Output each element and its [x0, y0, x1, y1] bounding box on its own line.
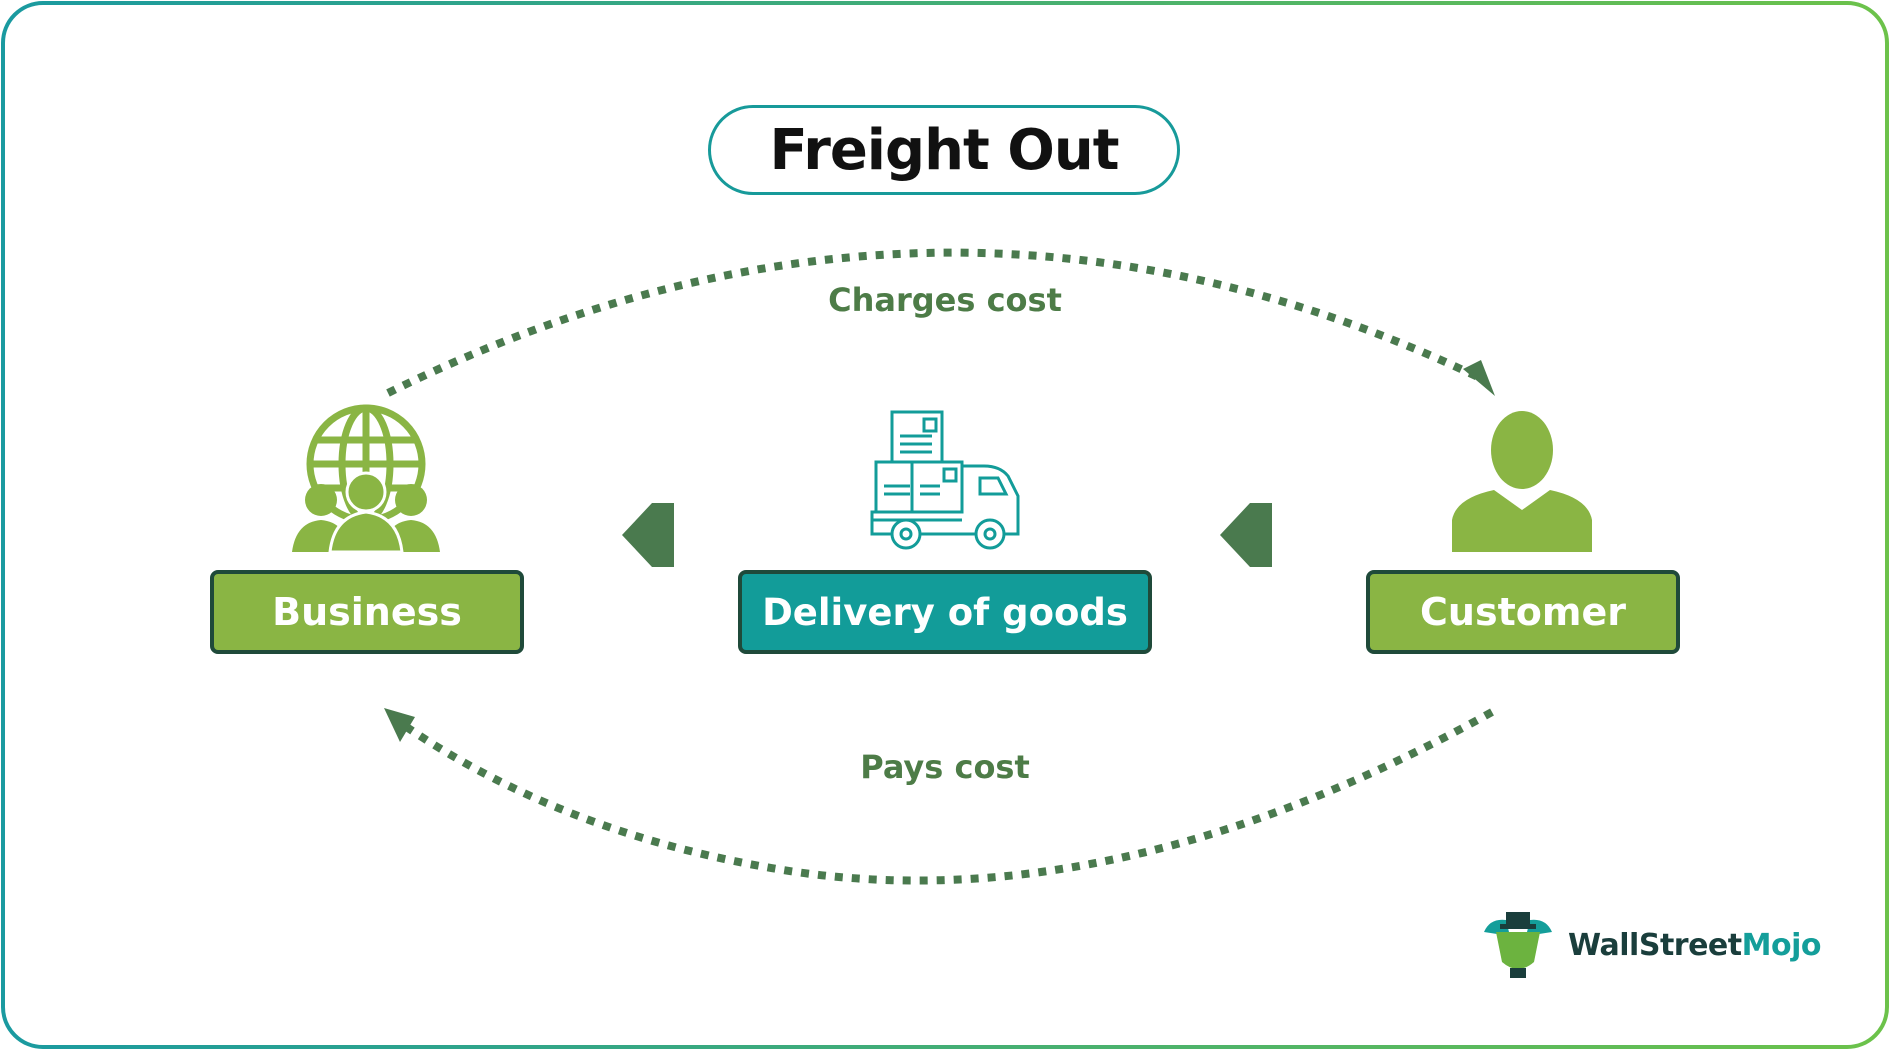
- pays-cost-arrowhead: [384, 708, 415, 742]
- arrow-left-icon: [1220, 503, 1272, 567]
- delivery-truck-icon: [870, 410, 1020, 550]
- arrow-left-icon: [622, 503, 674, 567]
- delivery-label: Delivery of goods: [762, 590, 1128, 634]
- brand-name-part2: Mojo: [1741, 927, 1822, 963]
- business-node: Business: [210, 570, 524, 654]
- page-title: Freight Out: [769, 117, 1120, 183]
- customer-node: Customer: [1366, 570, 1680, 654]
- people-group-icon: [292, 471, 440, 554]
- globe-people-icon: [306, 404, 426, 524]
- brand-name-part1: WallStreet: [1568, 927, 1742, 963]
- brand-logo: WallStreetMojo: [1480, 910, 1821, 980]
- bull-mascot-icon: [1484, 912, 1552, 978]
- business-label: Business: [272, 590, 462, 634]
- person-icon: [1452, 411, 1592, 552]
- pays-cost-arc: [405, 708, 1494, 885]
- pays-cost-label: Pays cost: [860, 748, 1030, 786]
- charges-cost-arrowhead: [1463, 360, 1495, 396]
- customer-label: Customer: [1420, 590, 1626, 634]
- delivery-node: Delivery of goods: [738, 570, 1152, 654]
- title-pill: Freight Out: [708, 105, 1180, 195]
- charges-cost-label: Charges cost: [828, 281, 1062, 319]
- brand-name: WallStreetMojo: [1568, 928, 1821, 963]
- charges-cost-arc: [386, 248, 1482, 397]
